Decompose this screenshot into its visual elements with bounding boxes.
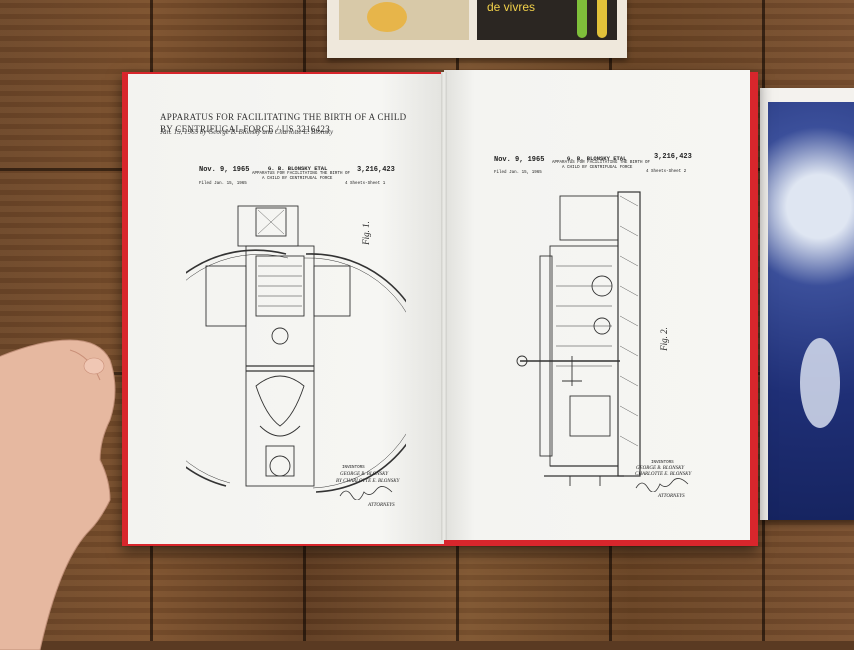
sheet1-inventor1: GEORGE B. BLONSKY <box>340 472 389 477</box>
sheet1-inventors-label: INVENTORS <box>342 466 365 470</box>
sheet2-number: 3,216,423 <box>654 153 692 161</box>
sheet1-title-line1: APPARATUS FOR FACILITATING THE BIRTH OF <box>252 172 351 176</box>
book-gutter <box>441 72 447 540</box>
cyanotype-highlight <box>800 338 840 428</box>
sheet1-filed: Filed Jan. 15, 1965 <box>199 182 247 186</box>
book-title-line2: BY CENTRIFUGAL FORCE / US 3216423 <box>160 124 330 134</box>
book-title-line1: APPARATUS FOR FACILITATING THE BIRTH OF … <box>160 112 407 122</box>
cyanotype-print <box>760 88 854 520</box>
sheet1-inventor2: BY CHARLOTTE E. BLONSKY <box>336 479 400 484</box>
sheet2-date: Nov. 9, 1965 <box>494 156 545 164</box>
fig1-drawing <box>186 205 406 493</box>
book-subtitle: Jan. 15, 1965 by George B. Blonsky and C… <box>160 128 334 136</box>
sheet2-signature <box>635 478 689 492</box>
fig2-label: Fig. 2. <box>658 327 669 351</box>
magazine-green-shape <box>577 0 587 38</box>
sheet1-number: 3,216,423 <box>357 166 395 174</box>
hand <box>0 339 116 650</box>
magazine-dark-panel <box>477 0 617 40</box>
sheet1-names: G. B. BLONSKY ETAL <box>268 165 328 172</box>
sheet1-title-line2: A CHILD BY CENTRIFUGAL FORCE <box>262 177 333 181</box>
sheet1-sheets: 4 Sheets-Sheet 1 <box>345 182 386 186</box>
book-title: APPARATUS FOR FACILITATING THE BIRTH OF … <box>160 111 406 135</box>
sheet1-attorneys: ATTORNEYS <box>368 503 395 508</box>
magazine: de vivres <box>327 0 627 58</box>
fig2-drawing <box>516 191 641 486</box>
magazine-yellow-shape <box>597 0 607 38</box>
sheet2-inventor2: CHARLOTTE E. BLONSKY <box>635 472 692 477</box>
sheet2-names: G. B. BLONSKY ETAL <box>567 155 627 162</box>
sheet2-inventors-label: INVENTORS <box>651 461 674 465</box>
sheet2-sheets: 4 Sheets-Sheet 2 <box>646 170 687 174</box>
fig1-label: Fig. 1. <box>360 221 371 245</box>
sheet1-date: Nov. 9, 1965 <box>199 166 250 174</box>
sheet2-attorneys: ATTORNEYS <box>658 494 685 499</box>
cyanotype-image <box>768 102 854 520</box>
sheet2-inventor1: GEORGE B. BLONSKY <box>636 466 685 471</box>
sheet2-title-line1: APPARATUS FOR FACILITATING THE BIRTH OF <box>552 161 651 165</box>
magazine-text: de vivres <box>487 0 536 14</box>
left-page <box>128 74 444 544</box>
sheet1-signature <box>339 486 393 500</box>
sheet2-filed: Filed Jan. 15, 1965 <box>494 171 542 175</box>
sheet2-title-line2: A CHILD BY CENTRIFUGAL FORCE <box>562 166 633 170</box>
right-page <box>444 70 750 540</box>
magazine-figure <box>367 2 407 32</box>
